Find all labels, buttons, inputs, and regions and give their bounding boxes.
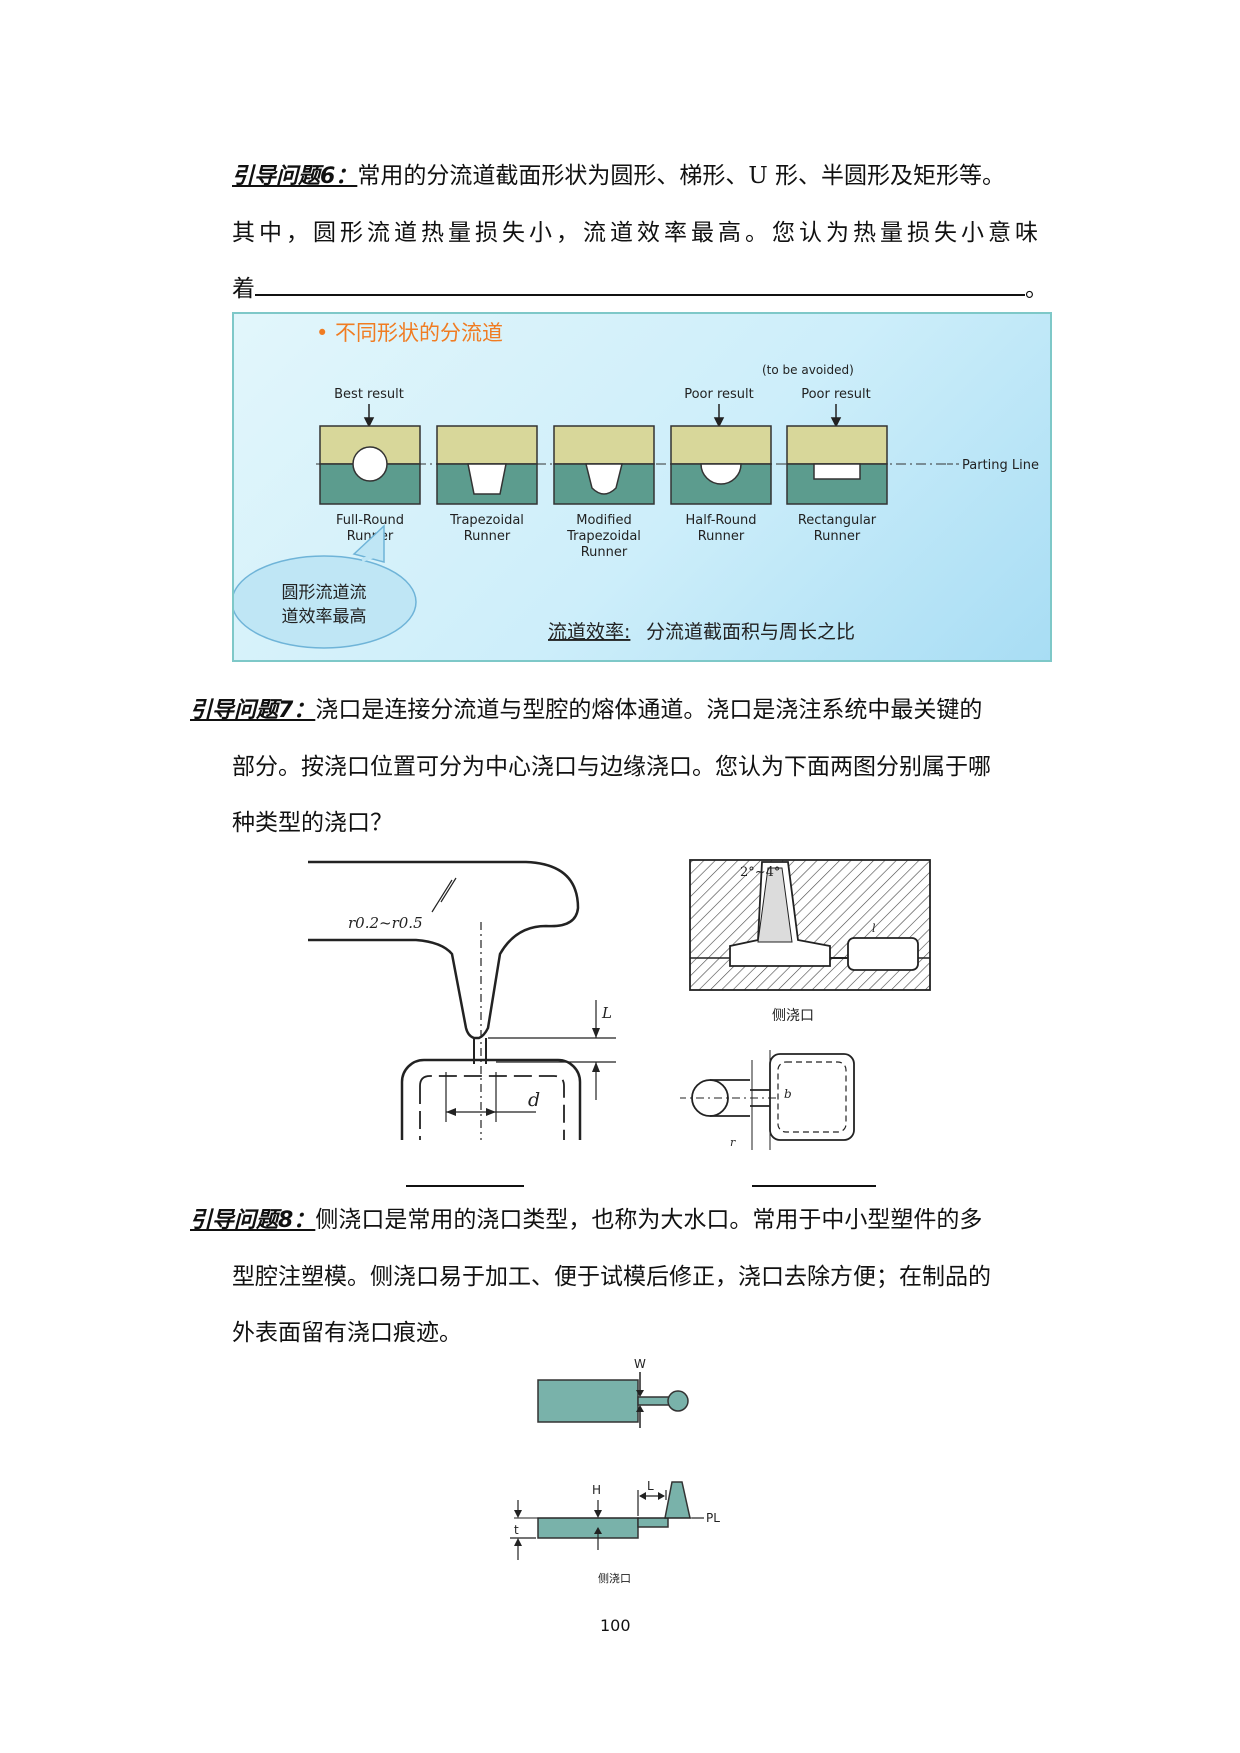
q8-line2: 型腔注塑模。侧浇口易于加工、便于试模后修正，浇口去除方便；在制品的 bbox=[232, 1264, 991, 1290]
q6-line3-end: 。 bbox=[1025, 276, 1048, 302]
side-gate-plan-view bbox=[680, 1050, 855, 1150]
side-gate-b-label: b bbox=[784, 1087, 792, 1101]
runner-label-4-line1: Half-Round bbox=[685, 513, 756, 528]
full-round-runner-block bbox=[319, 425, 421, 505]
q6-answer-blank[interactable] bbox=[255, 294, 1025, 296]
q8-paragraph: 引导问题8：侧浇口是常用的浇口类型，也称为大水口。常用于中小型塑件的多 型腔注塑… bbox=[190, 1192, 1060, 1361]
q8-line3: 外表面留有浇口痕迹。 bbox=[232, 1320, 462, 1346]
side-gate-part-top-view bbox=[537, 1379, 639, 1423]
q7-line1: 浇口是连接分流道与型腔的熔体通道。浇口是浇注系统中最关键的 bbox=[315, 697, 983, 723]
point-gate-inner-dashed bbox=[419, 1075, 565, 1140]
runner-label-3-line3: Runner bbox=[581, 545, 628, 560]
poor-result-label-1: Poor result bbox=[684, 387, 754, 402]
side-gate-cavity bbox=[847, 937, 919, 971]
runner-shapes-figure: • 不同形状的分流道 (to be avoided) Best result P… bbox=[232, 312, 1052, 662]
figure4-caption: 侧浇口 bbox=[598, 1572, 631, 1585]
rectangular-runner-block bbox=[786, 425, 888, 505]
side-gate-part-side-view bbox=[537, 1517, 639, 1539]
point-gate-runner-outline bbox=[308, 860, 580, 1040]
runner-shapes-diagram: • 不同形状的分流道 (to be avoided) Best result P… bbox=[234, 321, 1039, 649]
trapezoidal-runner-block bbox=[436, 425, 538, 505]
q8-line1: 侧浇口是常用的浇口类型，也称为大水口。常用于中小型塑件的多 bbox=[315, 1207, 983, 1233]
efficiency-label: 流道效率: bbox=[548, 621, 630, 643]
runner-label-2-line1: Trapezoidal bbox=[449, 513, 524, 528]
mold-l-label: l bbox=[872, 922, 876, 935]
runner-label-3-line1: Modified bbox=[576, 513, 631, 528]
q6-line2: 其中，圆形流道热量损失小，流道效率最高。您认为热量损失小意味 bbox=[232, 220, 1042, 246]
poor-result-label-2: Poor result bbox=[801, 387, 871, 402]
q8-label: 引导问题8： bbox=[190, 1208, 316, 1233]
side-gate-caption: 侧浇口 bbox=[772, 1008, 814, 1024]
point-gate-diagram: r0.2~r0.5 L d bbox=[308, 860, 616, 1140]
point-gate-diameter-label: d bbox=[528, 1089, 540, 1111]
q6-line3-start: 着 bbox=[232, 276, 255, 302]
length-label: L bbox=[647, 1479, 654, 1493]
bubble-line2: 道效率最高 bbox=[282, 607, 367, 627]
thickness-label: t bbox=[514, 1523, 519, 1537]
side-gate-answer-blank[interactable] bbox=[752, 1185, 876, 1187]
bubble-line1: 圆形流道流 bbox=[282, 583, 367, 603]
modified-trapezoidal-runner-block bbox=[553, 425, 655, 505]
side-gate-mold-diagram: 2°~4° l 侧浇口 b r bbox=[680, 859, 931, 1150]
parting-line-label: Parting Line bbox=[962, 458, 1039, 473]
side-gate-runner-top-view bbox=[667, 1390, 689, 1412]
q6-label: 引导问题6： bbox=[232, 164, 358, 189]
efficiency-text: 分流道截面积与周长之比 bbox=[646, 621, 855, 643]
runner-label-5-line1: Rectangular bbox=[798, 513, 877, 528]
q6-paragraph: 引导问题6：常用的分流道截面形状为圆形、梯形、U 形、半圆形及矩形等。 其中，圆… bbox=[232, 148, 1052, 317]
figure1-title: • 不同形状的分流道 bbox=[316, 321, 503, 345]
point-gate-length-label: L bbox=[601, 1004, 612, 1022]
q7-line2: 部分。按浇口位置可分为中心浇口与边缘浇口。您认为下面两图分别属于哪 bbox=[232, 754, 991, 780]
point-gate-part-outline bbox=[400, 1058, 582, 1140]
parting-line-pl-label: PL bbox=[706, 1511, 720, 1525]
height-label: H bbox=[592, 1483, 601, 1497]
runner-label-4-line2: Runner bbox=[698, 529, 745, 544]
runner-label-1-line1: Full-Round bbox=[336, 513, 404, 528]
half-round-runner-block bbox=[670, 425, 772, 505]
sprue-angle-label: 2°~4° bbox=[740, 865, 780, 880]
width-label: W bbox=[634, 1357, 646, 1371]
q7-line3: 种类型的浇口？ bbox=[232, 810, 393, 836]
side-gate-dimension-diagram: W H L t PL 侧浇口 bbox=[510, 1357, 720, 1585]
side-gate-sprue-side-view bbox=[664, 1481, 691, 1519]
q6-line1: 常用的分流道截面形状为圆形、梯形、U 形、半圆形及矩形等。 bbox=[357, 163, 1006, 189]
runner-label-2-line2: Runner bbox=[464, 529, 511, 544]
best-result-label: Best result bbox=[334, 387, 404, 402]
to-be-avoided-label: (to be avoided) bbox=[762, 363, 854, 377]
runner-label-3-line2: Trapezoidal bbox=[566, 529, 641, 544]
radius-label: r0.2~r0.5 bbox=[348, 914, 423, 932]
point-gate-answer-blank[interactable] bbox=[406, 1185, 524, 1187]
q7-label: 引导问题7： bbox=[190, 698, 316, 723]
side-gate-r-label: r bbox=[730, 1136, 736, 1149]
q7-paragraph: 引导问题7：浇口是连接分流道与型腔的熔体通道。浇口是浇注系统中最关键的 部分。按… bbox=[190, 682, 1060, 851]
efficiency-speech-bubble: 圆形流道流 道效率最高 bbox=[234, 524, 417, 649]
page-number: 100 bbox=[600, 1616, 631, 1635]
runner-label-5-line2: Runner bbox=[814, 529, 861, 544]
